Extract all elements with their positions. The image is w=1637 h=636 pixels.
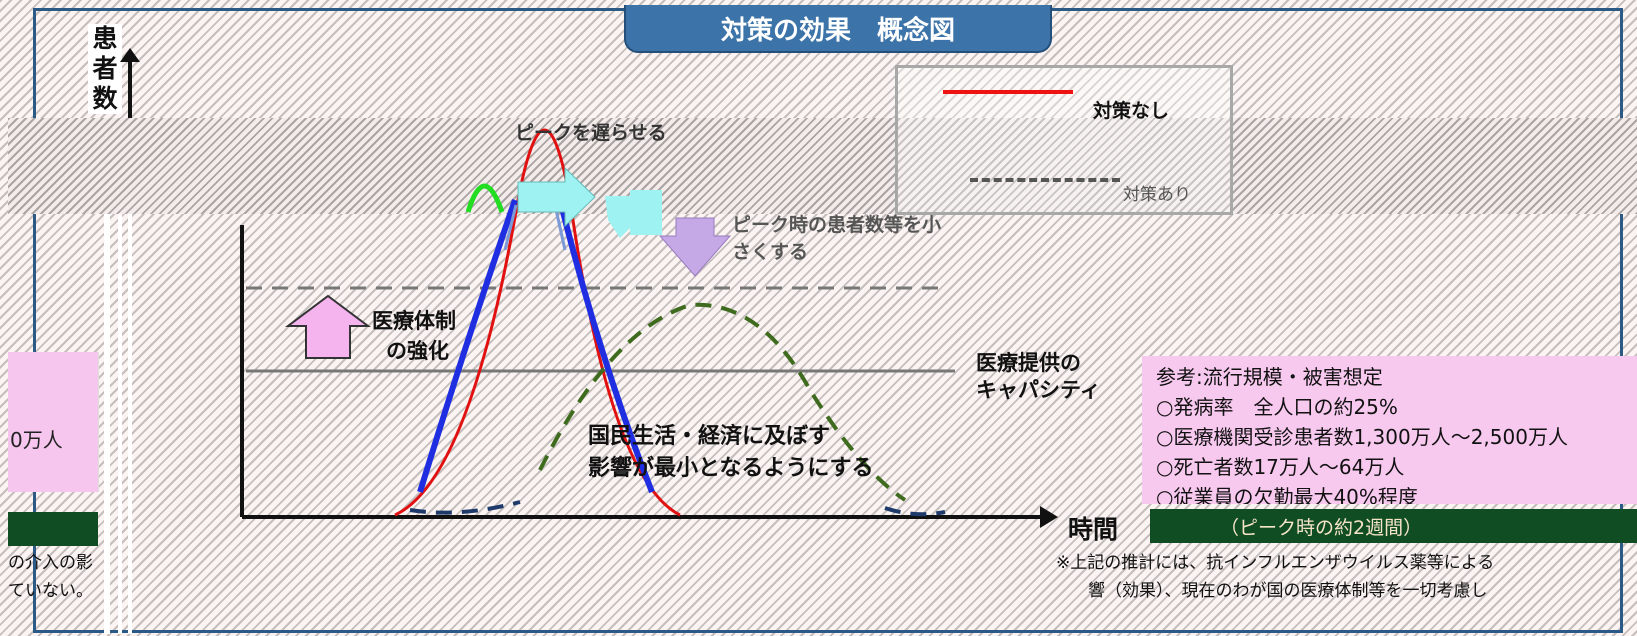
peak-fragment [465, 183, 505, 213]
with-measures-tail-left [409, 500, 521, 515]
reference-heading: 参考:流行規模・被害想定 [1156, 365, 1383, 389]
left-strip-3 [128, 214, 132, 634]
left-green-bar [8, 512, 98, 546]
strengthen-label-line2: の強化 [386, 339, 449, 363]
hatched-band [8, 118, 1637, 214]
legend-no-measures-swatch [943, 90, 1073, 94]
peak-note-label: （ピーク時の約2週間） [1220, 516, 1423, 539]
minimize-label-line1: 国民生活・経済に及ぼす [588, 424, 831, 449]
peak-delay-arrow-icon [517, 166, 596, 228]
x-axis-arrow-icon [1040, 506, 1058, 528]
minimize-label-line2: 影響が最小となるようにする [588, 456, 874, 481]
left-pink-box-value: 0万人 [10, 428, 63, 452]
left-note-line1: の介入の影 [8, 553, 93, 573]
no-measures-curve [394, 128, 681, 517]
reference-item: ○死亡者数17万人～64万人 [1156, 455, 1405, 479]
diagram-frame: 対策の効果 概念図 [33, 5, 1623, 633]
legend-with-measures-label: 対策あり [1123, 185, 1191, 205]
peak-reduce-arrow-icon [658, 217, 732, 277]
reference-item: ○発病率 全人口の約25% [1156, 395, 1398, 419]
reference-box: 参考:流行規模・被害想定 ○発病率 全人口の約25% ○医療機関受診患者数1,3… [1142, 356, 1637, 504]
blue-curve-left [417, 199, 518, 493]
blue-curve-top-left [503, 204, 518, 251]
peak-note-bar: （ピーク時の約2週間） [1150, 509, 1637, 543]
with-measures-curve [538, 302, 907, 502]
blue-curve-right [557, 199, 655, 494]
diagram-title: 対策の効果 概念図 [624, 5, 1052, 53]
left-pink-box: 0万人 [8, 352, 99, 492]
left-strip-1 [104, 214, 110, 634]
peak-delay-arrow-icon-2 [605, 190, 662, 238]
strengthen-arrow-icon [285, 294, 371, 359]
y-axis-arrow-icon [120, 48, 140, 118]
capacity-label-line2: キャパシティ [976, 378, 1101, 402]
legend-with-measures-swatch [970, 178, 1120, 182]
footnote-line2: 響（効果）、現在のわが国の医療体制等を一切考慮し [1088, 581, 1488, 601]
peak-delay-label: ピークを遅らせる [515, 122, 667, 144]
strengthen-label-line1: 医療体制 [372, 309, 456, 333]
legend: 対策なし 対策あり [895, 65, 1233, 215]
legend-no-measures-label: 対策なし [1093, 100, 1170, 122]
reference-item: ○従業員の欠勤最大40%程度 [1156, 485, 1418, 504]
capacity-label-line1: 医療提供の [976, 351, 1081, 375]
reference-item: ○医療機関受診患者数1,300万人～2,500万人 [1156, 425, 1568, 449]
x-axis-label: 時間 [1068, 515, 1119, 544]
y-axis-label: 患者数 [88, 24, 122, 114]
left-strip-2 [118, 214, 122, 634]
footnote-line1: ※上記の推計には、抗インフルエンザウイルス薬等による [1056, 553, 1495, 573]
peak-reduce-label: ピーク時の患者数等を小さくする [732, 214, 942, 263]
with-measures-tail-right [884, 506, 946, 517]
left-note-line2: ていない。 [8, 581, 93, 601]
